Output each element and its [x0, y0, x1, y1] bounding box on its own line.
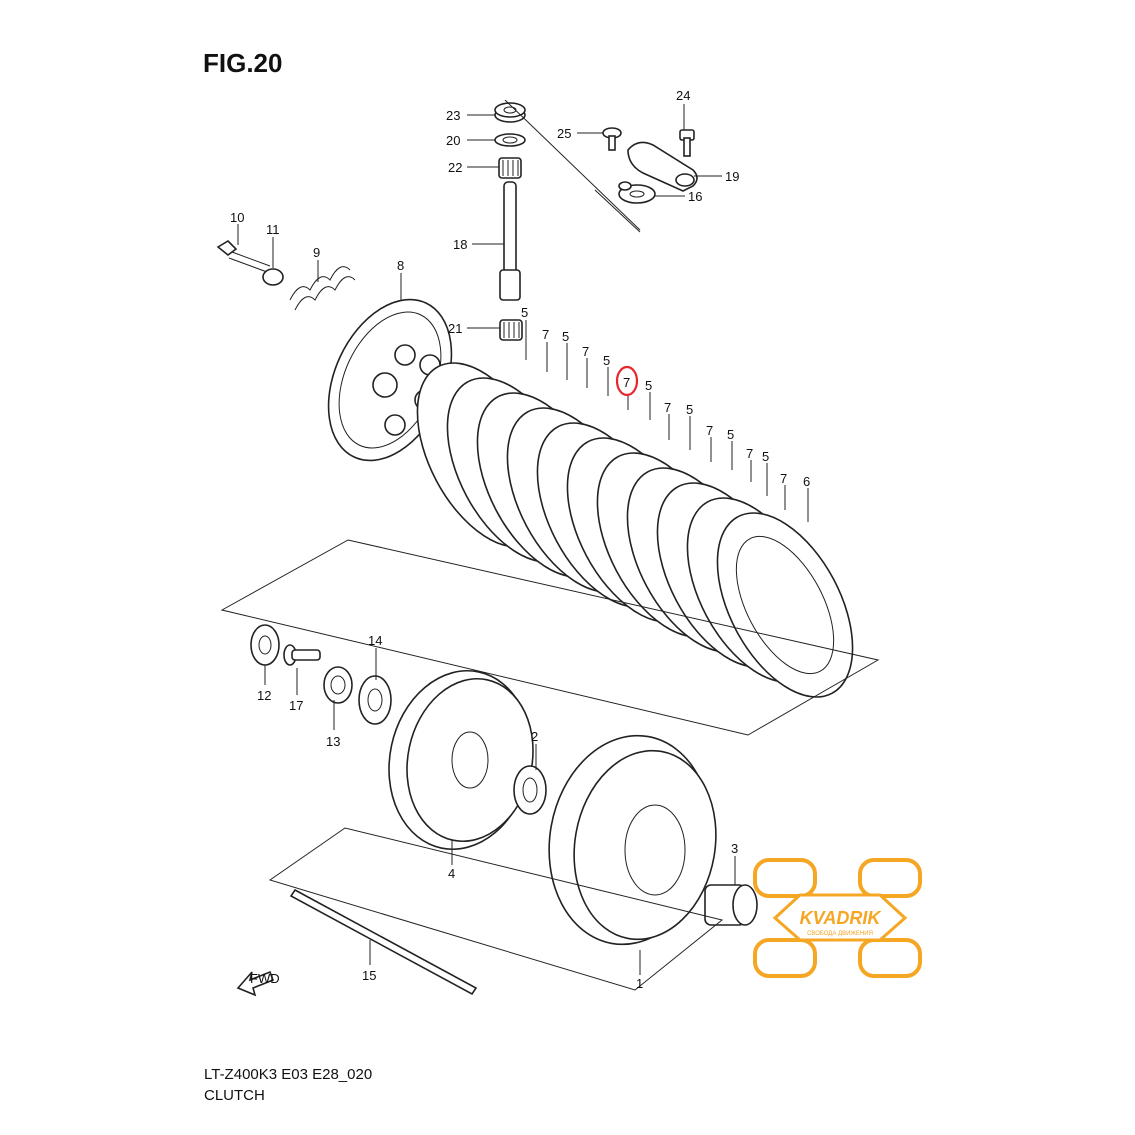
callout-3: 3: [731, 841, 738, 856]
callout-1: 1: [636, 976, 643, 991]
callout-24: 24: [676, 88, 690, 103]
callout-10: 10: [230, 210, 244, 225]
clutch-hub: [388, 669, 547, 851]
plate-label-15: 6: [803, 474, 810, 489]
plate-label-8: 7: [664, 400, 671, 415]
section-name: CLUTCH: [204, 1087, 265, 1104]
plate-label-5: 5: [603, 353, 610, 368]
fwd-arrow: FWD: [236, 970, 280, 997]
pressure-plate-group: [216, 239, 453, 462]
fwd-label: FWD: [250, 971, 280, 986]
push-rod: [289, 888, 478, 996]
plate-label-11: 5: [727, 427, 734, 442]
callout-17: 17: [289, 698, 303, 713]
callout-13: 13: [326, 734, 340, 749]
plate-label-9: 5: [686, 402, 693, 417]
plate-label-10: 7: [706, 423, 713, 438]
callout-14: 14: [368, 633, 382, 648]
plate-label-2: 7: [542, 327, 549, 342]
plate-label-1: 5: [521, 305, 528, 320]
callout-12: 12: [257, 688, 271, 703]
callout-8: 8: [397, 258, 404, 273]
model-code: LT-Z400K3 E03 E28_020: [204, 1066, 373, 1083]
clutch-housing: [268, 734, 758, 991]
kvadrik-watermark-logo: KVADRIK СВОБОДА ДВИЖЕНИЯ: [753, 858, 922, 978]
callout-2: 2: [531, 729, 538, 744]
callout-21: 21: [448, 321, 462, 336]
callout-15: 15: [362, 968, 376, 983]
plate-label-13: 5: [762, 449, 769, 464]
figure-title: FIG.20: [203, 48, 283, 78]
watermark-brand: KVADRIK: [800, 908, 883, 928]
watermark-tagline: СВОБОДА ДВИЖЕНИЯ: [807, 931, 873, 937]
callout-labels: 23 20 22 18 21 24 25 19 16 10 11 9 8 5 7…: [230, 88, 810, 991]
callout-16: 16: [688, 189, 702, 204]
callout-9: 9: [313, 245, 320, 260]
plate-label-7: 5: [645, 378, 652, 393]
clutch-plate-stack: [220, 362, 880, 736]
shaft-assembly: [494, 102, 526, 341]
leader-lines: [237, 104, 809, 975]
plate-label-6-highlighted: 7: [623, 375, 630, 390]
callout-19: 19: [725, 169, 739, 184]
callout-11: 11: [266, 222, 280, 237]
highlight-ring: [615, 365, 639, 397]
callout-25: 25: [557, 126, 571, 141]
plate-label-3: 5: [562, 329, 569, 344]
callout-22: 22: [448, 160, 462, 175]
callout-23: 23: [446, 108, 460, 123]
plate-label-4: 7: [582, 344, 589, 359]
plate-label-14: 7: [780, 471, 787, 486]
release-arm-assembly: [504, 99, 698, 233]
hub-small-parts: [250, 624, 392, 725]
callout-4: 4: [448, 866, 455, 881]
callout-20: 20: [446, 133, 460, 148]
plate-label-12: 7: [746, 446, 753, 461]
callout-18: 18: [453, 237, 467, 252]
